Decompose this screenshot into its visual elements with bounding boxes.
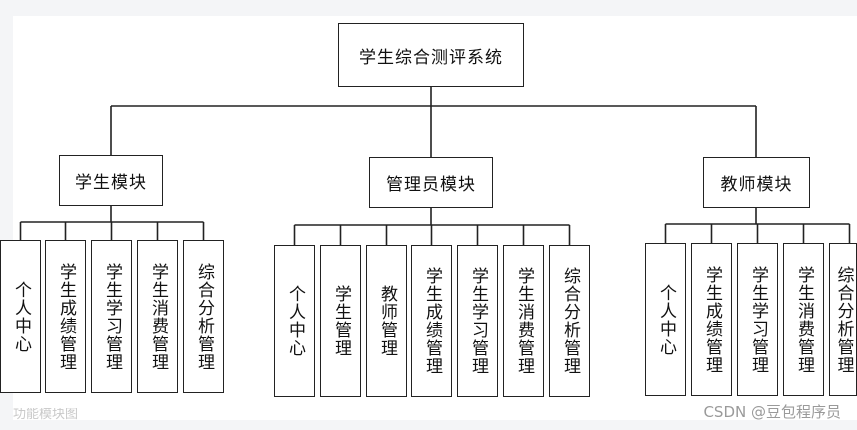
leaf-label: 学生学习管理 bbox=[748, 265, 768, 374]
leaf-node: 学生学习管理 bbox=[91, 240, 132, 393]
module-node-teacher: 教师模块 bbox=[703, 157, 810, 208]
leaf-label: 个人中心 bbox=[285, 285, 305, 357]
figure-caption: 功能模块图 bbox=[13, 408, 79, 422]
module-node-student: 学生模块 bbox=[59, 155, 163, 206]
leaf-label: 综合分析管理 bbox=[194, 262, 214, 371]
leaf-node: 教师管理 bbox=[366, 245, 407, 397]
leaf-label: 综合分析管理 bbox=[560, 267, 580, 375]
module-label: 学生模块 bbox=[75, 173, 147, 193]
leaf-node: 综合分析管理 bbox=[549, 245, 590, 397]
leaf-label: 学生消费管理 bbox=[148, 262, 168, 371]
leaf-node: 学生成绩管理 bbox=[45, 240, 86, 393]
leaf-node: 个人中心 bbox=[0, 240, 41, 393]
frame-top bbox=[0, 0, 857, 16]
leaf-node: 学生学习管理 bbox=[457, 245, 498, 397]
leaf-label: 学生学习管理 bbox=[468, 267, 488, 375]
leaf-label: 学生成绩管理 bbox=[422, 267, 442, 375]
module-node-admin: 管理员模块 bbox=[369, 157, 493, 208]
leaf-node: 综合分析管理 bbox=[183, 240, 224, 393]
leaf-label: 学生学习管理 bbox=[102, 262, 122, 371]
leaf-label: 学生成绩管理 bbox=[56, 262, 76, 371]
leaf-label: 学生消费管理 bbox=[794, 265, 814, 374]
leaf-node: 学生管理 bbox=[320, 245, 361, 397]
root-node: 学生综合测评系统 bbox=[338, 23, 524, 87]
watermark: CSDN @豆包程序员 bbox=[703, 403, 841, 421]
module-label: 管理员模块 bbox=[386, 175, 476, 195]
leaf-node: 个人中心 bbox=[645, 243, 686, 396]
leaf-label: 学生成绩管理 bbox=[702, 265, 722, 374]
leaf-node: 学生消费管理 bbox=[783, 243, 824, 396]
leaf-node: 学生成绩管理 bbox=[411, 245, 452, 397]
frame-bottom bbox=[0, 420, 857, 430]
leaf-label: 综合分析管理 bbox=[833, 265, 854, 374]
leaf-node: 个人中心 bbox=[274, 245, 315, 397]
root-label: 学生综合测评系统 bbox=[359, 47, 503, 68]
leaf-node: 学生学习管理 bbox=[737, 243, 778, 396]
leaf-label: 教师管理 bbox=[377, 285, 397, 357]
leaf-node: 综合分析管理 bbox=[829, 243, 857, 396]
leaf-node: 学生消费管理 bbox=[137, 240, 178, 393]
leaf-node: 学生成绩管理 bbox=[691, 243, 732, 396]
module-label: 教师模块 bbox=[720, 175, 793, 195]
leaf-label: 个人中心 bbox=[11, 280, 31, 353]
leaf-node: 学生消费管理 bbox=[503, 245, 544, 397]
leaf-label: 学生消费管理 bbox=[514, 267, 534, 375]
leaf-label: 个人中心 bbox=[656, 283, 676, 356]
leaf-label: 学生管理 bbox=[331, 285, 351, 357]
